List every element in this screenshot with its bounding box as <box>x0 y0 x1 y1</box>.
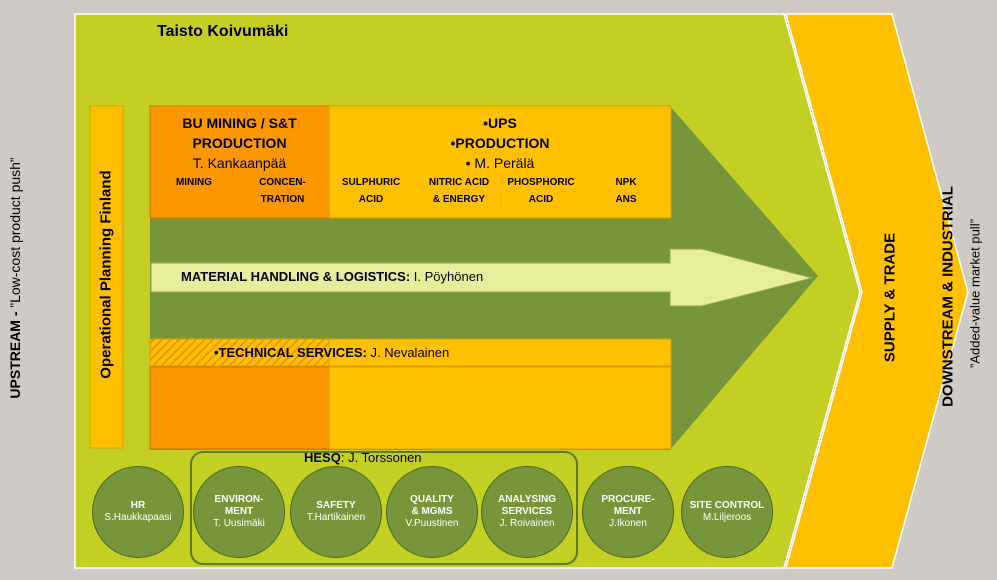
sub-mining: MINING <box>175 177 213 188</box>
material-arrow <box>150 248 814 307</box>
technical-services-label: •TECHNICAL SERVICES: J. Nevalainen <box>214 345 450 360</box>
operational-planning-bar <box>89 105 124 449</box>
technical-hatch <box>150 339 329 366</box>
hesq-label: HESQ: J. Torssonen <box>304 450 422 465</box>
ups-header: •UPS •PRODUCTION • M. Perälä <box>450 115 550 171</box>
sub-phosphoric: PHOSPHORIC ACID <box>507 177 575 205</box>
supply-trade-label: SUPPLY & TRADE <box>881 232 899 363</box>
operational-planning-label: Operational Planning Finland <box>97 170 115 379</box>
supply-trade-chevron <box>785 13 969 569</box>
sub-concentration: CONCEN- TRATION <box>259 177 306 205</box>
sub-npk: NPK ANS <box>615 177 637 205</box>
sub-nitric: NITRIC ACID & ENERGY <box>428 177 490 205</box>
upstream-label: UPSTREAM - ”Low-cost product push” <box>7 157 23 399</box>
sub-sulphuric: SULPHURIC ACID <box>341 177 401 205</box>
downstream-quote: ”Added-value market pull” <box>967 219 983 368</box>
bu-mining-box <box>149 105 330 219</box>
hesq-frame <box>190 451 578 565</box>
main-title: Taisto Koivumäki <box>157 23 289 40</box>
downstream-label: DOWNSTREAM & INDUSTRIAL <box>939 186 957 407</box>
ups-divider <box>500 176 502 212</box>
ups-box <box>328 105 672 219</box>
lower-orange-box <box>149 366 330 450</box>
bu-mining-header: BU MINING / S&T PRODUCTION T. Kankaanpää <box>182 115 297 171</box>
lower-yellow-box <box>328 366 672 450</box>
material-handling-label: MATERIAL HANDLING & LOGISTICS: I. Pöyhön… <box>181 269 484 284</box>
